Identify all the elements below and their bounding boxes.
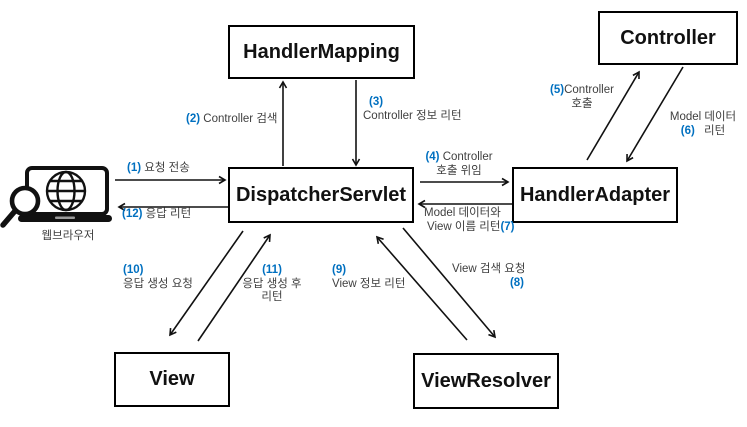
dispatcher-servlet-label: DispatcherServlet (235, 183, 407, 206)
edge-10-response-create-request-arrow (169, 230, 244, 337)
view-label: View (149, 368, 195, 390)
edge-7-label: Model 데이터와 View 이름 리턴(7) (424, 207, 515, 233)
controller-label: Controller (620, 26, 716, 49)
web-browser-icon (0, 166, 112, 228)
handler-adapter-label: HandlerAdapter (519, 183, 671, 206)
edge-10-label: (10) 응답 생성 요청 (123, 264, 193, 290)
edge-2-label: (2) Controller 검색 (186, 113, 278, 125)
laptop-base-notch (55, 216, 75, 219)
edge-8-view-search-request-arrow (402, 227, 497, 339)
edge-11-label: (11) 응답 생성 후 리턴 (242, 264, 302, 303)
edge-8-label: View 검색 요청 (8) (452, 263, 526, 289)
handler-mapping-label: HandlerMapping (243, 40, 400, 63)
edge-4-label: (4) Controller 호출 위임 (425, 151, 493, 177)
edge-5-controller-call-arrow (586, 70, 640, 161)
edge-6-label: Model 데이터 (6) 리턴 (669, 111, 737, 137)
edge-5-label: (5)Controller 호출 (550, 84, 614, 110)
edge-6-model-data-return-arrow (626, 66, 684, 163)
view-box: View (114, 352, 230, 407)
handler-mapping-box: HandlerMapping (228, 25, 415, 79)
edge-1-label: (1) 요청 전송 (127, 162, 190, 174)
view-resolver-box: ViewResolver (413, 353, 559, 409)
edge-3-label: (3) Controller 정보 리턴 (363, 96, 462, 122)
edge-12-label: (12) 응답 리턴 (122, 208, 192, 220)
handler-adapter-box: HandlerAdapter (512, 167, 678, 223)
dispatcher-servlet-box: DispatcherServlet (228, 167, 414, 223)
browser-label: 웹브라우저 (41, 230, 95, 242)
controller-box: Controller (598, 11, 738, 65)
view-resolver-label: ViewResolver (421, 369, 551, 392)
edge-9-label: (9) View 정보 리턴 (332, 264, 406, 290)
edge-11-response-created-return-arrow (197, 233, 271, 342)
magnifier-icon (0, 185, 41, 228)
globe-icon (45, 170, 87, 212)
edge-9-view-info-return-arrow (375, 235, 468, 341)
